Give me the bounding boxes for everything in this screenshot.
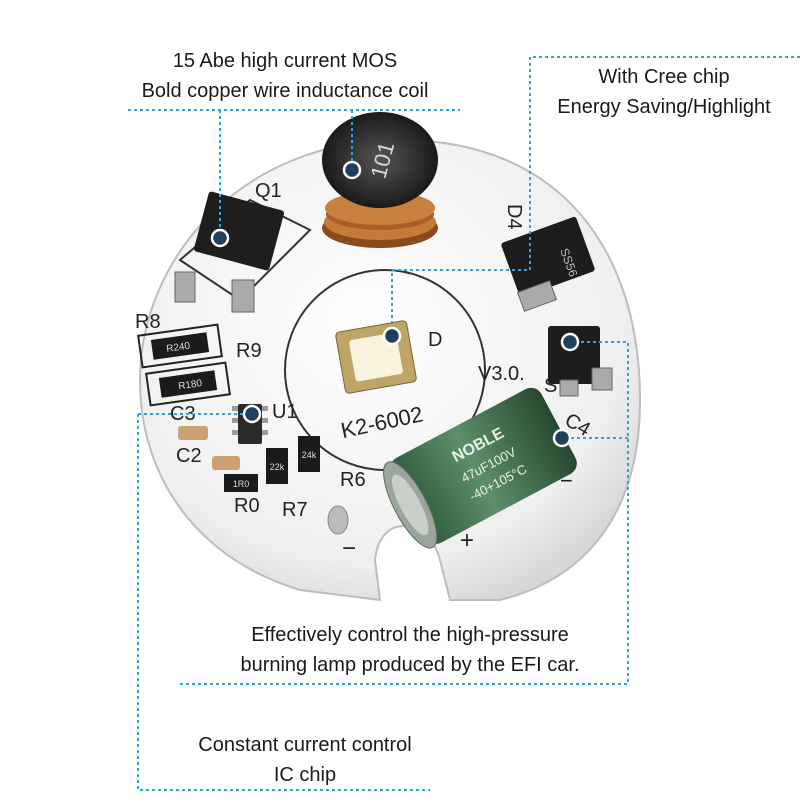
callout-ic: Constant current control IC chip <box>160 730 450 790</box>
dot-mos <box>210 228 230 248</box>
callout-efi-line2: burning lamp produced by the EFI car. <box>240 654 580 676</box>
label-c2: C2 <box>176 445 202 467</box>
label-u1: U1 <box>272 401 298 423</box>
electrolytic-capacitor: NOBLE 47uF100V -40+105°C <box>383 387 577 549</box>
callout-lines <box>128 56 800 791</box>
label-r8: R8 <box>135 311 161 333</box>
label-r180: R180 <box>178 378 204 392</box>
dot-ic <box>242 404 262 424</box>
label-r7: R7 <box>282 499 308 521</box>
label-r6: R6 <box>340 469 366 491</box>
label-q1: Q1 <box>255 180 282 202</box>
mosfet-q1: Q1 <box>174 180 312 313</box>
label-code-1r0: 1R0 <box>233 479 250 489</box>
diode-d4: SS56 D4 <box>501 204 595 312</box>
callout-cree-line2: Energy Saving/Highlight <box>557 96 771 118</box>
resistors-r8-r9: R8 R240 R180 R9 <box>135 311 262 407</box>
dot-cree <box>382 326 402 346</box>
leader-cree <box>391 56 800 330</box>
label-code-24: 24k <box>302 450 317 460</box>
label-d: D <box>428 329 442 351</box>
label-code-22: 22k <box>270 462 285 472</box>
callout-efi: Effectively control the high-pressure bu… <box>190 620 630 680</box>
callout-cree: With Cree chip Energy Saving/Highlight <box>530 62 798 122</box>
leader-efi <box>180 341 629 685</box>
callout-cree-line1: With Cree chip <box>598 66 730 88</box>
callout-ic-line1: Constant current control <box>198 734 412 756</box>
label-version: V3.0. <box>478 363 525 385</box>
callout-mos-line2: Bold copper wire inductance coil <box>141 80 429 102</box>
leader-ic-down <box>137 414 430 791</box>
inductor-coil: 101 <box>322 112 438 248</box>
label-r9: R9 <box>236 340 262 362</box>
ic-area: C3 U1 C2 <box>170 401 298 470</box>
label-minus: − <box>342 535 356 562</box>
callout-dots <box>210 160 580 448</box>
callout-mos-line1: 15 Abe high current MOS <box>172 50 398 72</box>
resistors-r0-r7: 1R0 R0 22k 24k R7 R6 − <box>224 436 366 562</box>
label-plus: + <box>460 527 474 554</box>
callout-mos-coil: 15 Abe high current MOS Bold copper wire… <box>100 46 470 106</box>
dot-coil <box>342 160 362 180</box>
label-dash: − <box>560 468 573 493</box>
callout-efi-line1: Effectively control the high-pressure <box>251 624 569 646</box>
label-r240: R240 <box>166 341 192 355</box>
callout-ic-line2: IC chip <box>273 764 337 786</box>
label-d4: D4 <box>503 204 525 230</box>
label-s: S <box>544 375 557 397</box>
dot-component-s <box>560 332 580 352</box>
label-r0: R0 <box>234 495 260 517</box>
dot-capacitor <box>552 428 572 448</box>
